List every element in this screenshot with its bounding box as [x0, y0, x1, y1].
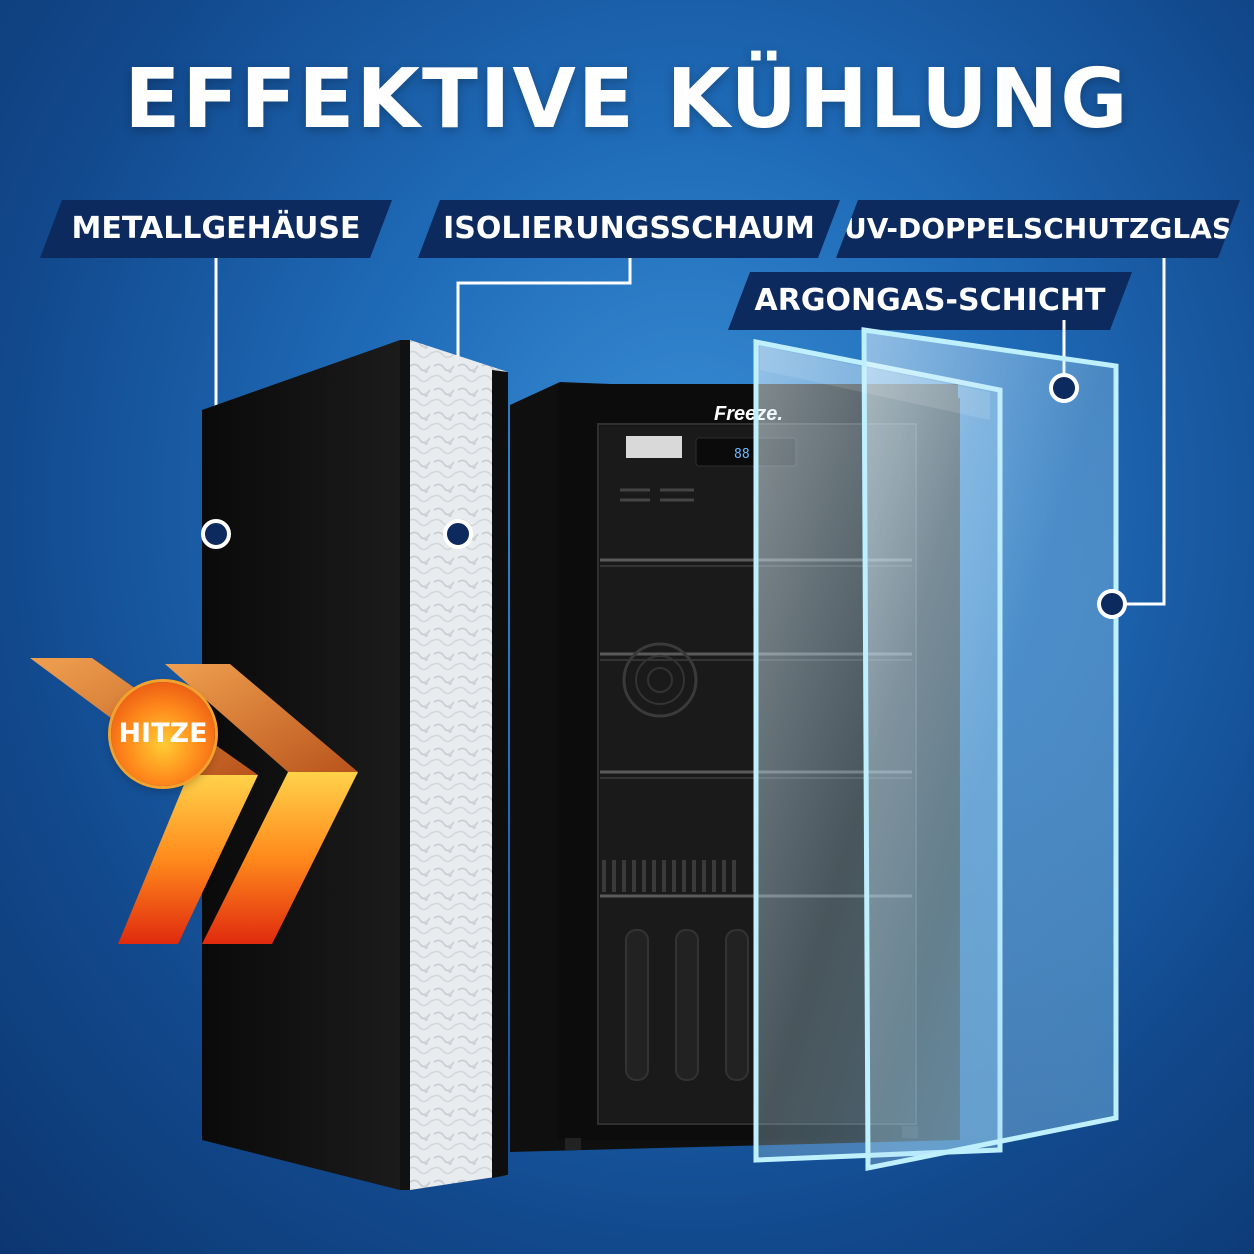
label-argon-layer: ARGONGAS-SCHICHT [728, 272, 1132, 330]
label-metal-housing: METALLGEHÄUSE [40, 200, 392, 258]
page-title: EFFEKTIVE KÜHLUNG [124, 52, 1130, 147]
callout-dots [201, 373, 1127, 619]
label-insulation-foam: ISOLIERUNGSSCHAUM [418, 200, 840, 258]
temperature-display: 88 [734, 447, 750, 462]
heat-badge: HITZE [111, 682, 215, 786]
insulation-foam-panel [410, 340, 508, 1190]
glass-panes [753, 327, 1119, 1172]
label-uv-glass: UV-DOPPELSCHUTZGLAS [836, 200, 1240, 258]
